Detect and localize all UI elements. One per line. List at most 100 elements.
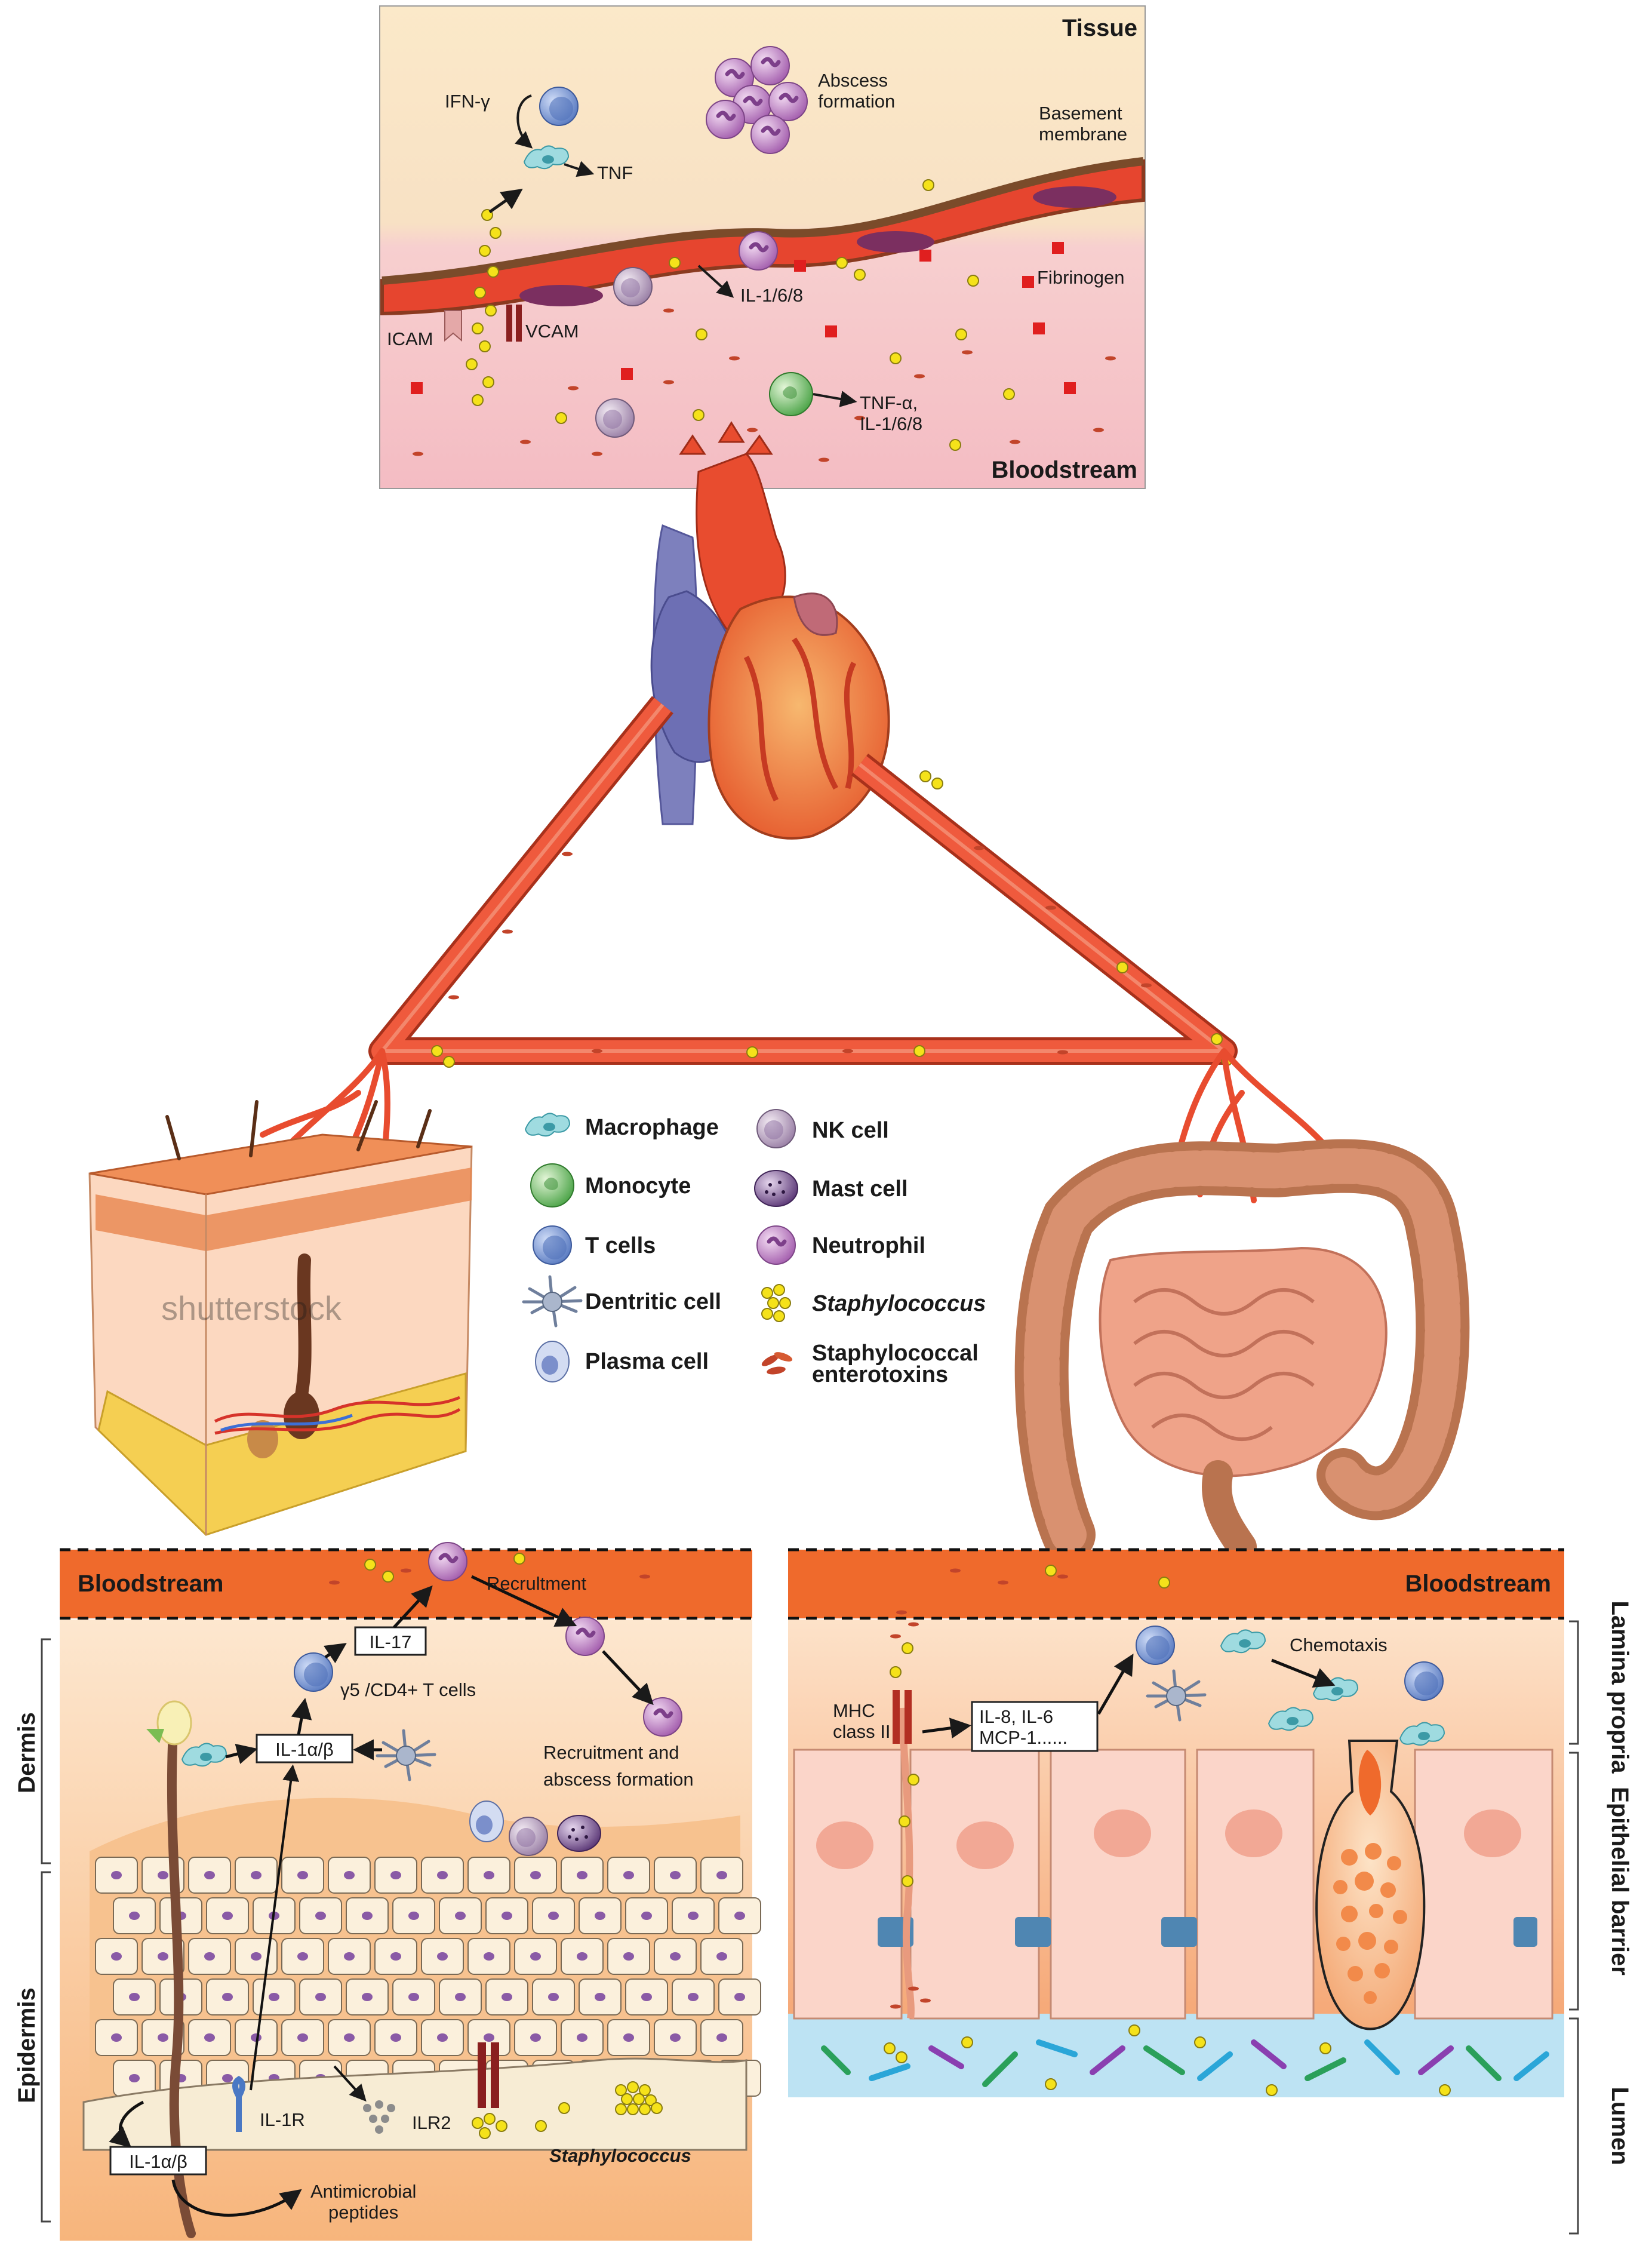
hair-shaft bbox=[167, 1727, 196, 2238]
lumen-bracket bbox=[1569, 2017, 1579, 2235]
keratinocyte-nucleus bbox=[390, 1952, 401, 1961]
epithelial-bracket bbox=[1569, 1752, 1579, 2011]
keratinocyte-nucleus bbox=[222, 2074, 233, 2082]
skin-capillaries bbox=[260, 1048, 390, 1203]
keratinocyte-nucleus bbox=[641, 1912, 652, 1920]
basement-membrane-line bbox=[382, 157, 1144, 285]
vessel-panel: Tissue Bloodstream IFN-γ TNF Abscess for… bbox=[379, 5, 1146, 489]
keratinocyte-nucleus bbox=[297, 1952, 308, 1961]
amp-arrow bbox=[333, 2065, 367, 2102]
keratinocyte-nucleus bbox=[111, 2033, 122, 2042]
dermal-vessels bbox=[214, 1396, 461, 1435]
epithelial-label: Epithelial barrier bbox=[1607, 1787, 1633, 1975]
tcell-arrow bbox=[323, 1643, 347, 1664]
keratinocyte-nucleus bbox=[595, 1993, 605, 2001]
skin-bloodstream-band bbox=[60, 1550, 752, 1618]
legend-staph-icon bbox=[761, 1284, 791, 1322]
ilr2-receptor bbox=[478, 2042, 486, 2108]
keratinocyte-nucleus bbox=[204, 1952, 215, 1961]
keratinocyte-nucleus bbox=[315, 1912, 326, 1920]
icam-label: ICAM bbox=[387, 328, 433, 349]
vcam-molecule bbox=[506, 305, 512, 342]
keratinocyte-nucleus bbox=[530, 2033, 541, 2042]
keratinocyte-nucleus bbox=[455, 1912, 466, 1920]
tnfa-label-line2: IL-1/6/8 bbox=[860, 413, 922, 434]
heart bbox=[650, 421, 890, 840]
lumen-label: Lumen bbox=[1607, 2087, 1633, 2165]
keratinocyte-nucleus bbox=[455, 1993, 466, 2001]
dermis-bracket bbox=[41, 1638, 51, 1864]
chemotaxis-arrow bbox=[1271, 1658, 1336, 1688]
il1ab-low-label: IL-1α/β bbox=[129, 2151, 187, 2172]
keratinocyte-nucleus bbox=[129, 1993, 140, 2001]
legend-tcells: T cells bbox=[585, 1233, 656, 1258]
vcam-molecule bbox=[516, 305, 522, 342]
keratinocyte-nucleus bbox=[269, 1993, 279, 2001]
keratinocyte-nucleus bbox=[577, 1952, 587, 1961]
recruit-abscess-line2: abscess formation bbox=[543, 1769, 694, 1790]
il168-label: IL-1/6/8 bbox=[740, 285, 803, 306]
basement-label-line2: membrane bbox=[1039, 124, 1127, 145]
keratinocyte-nucleus bbox=[716, 1871, 727, 1879]
mhc-label-line1: MHC bbox=[833, 1700, 875, 1721]
tnfa-arrow bbox=[813, 391, 857, 407]
antimicrobial-peptides bbox=[363, 2100, 395, 2134]
arterial-branches bbox=[679, 421, 773, 455]
keratinocyte-nucleus bbox=[408, 1912, 419, 1920]
legend-dendritic: Dentritic cell bbox=[585, 1289, 721, 1314]
gut-bloodstream-label: Bloodstream bbox=[1405, 1571, 1552, 1597]
keratinocyte-nucleus bbox=[484, 1871, 494, 1879]
gut-capillaries bbox=[1167, 1048, 1334, 1203]
recruit-arrow-2 bbox=[602, 1650, 654, 1706]
tissue-label: Tissue bbox=[1062, 15, 1137, 41]
sebum-marker bbox=[146, 1729, 164, 1743]
keratinocyte-nucleus bbox=[548, 1993, 559, 2001]
keratinocyte-nucleus bbox=[734, 1912, 745, 1920]
dermal-veins bbox=[220, 1414, 353, 1432]
keratinocyte-nucleus bbox=[670, 1871, 681, 1879]
ifn-label: IFN-γ bbox=[445, 91, 490, 112]
migration-arrow bbox=[488, 188, 523, 214]
tnfa-label-line1: TNF-α, bbox=[860, 392, 918, 413]
macro-arrow bbox=[225, 1743, 258, 1764]
coronary-vessels bbox=[743, 637, 857, 802]
keratinocyte-nucleus bbox=[111, 1952, 122, 1961]
circulation-triangle bbox=[260, 696, 1334, 1203]
legend-toxins-line2: enterotoxins bbox=[812, 1362, 948, 1387]
recruitment-label: Recrultment bbox=[487, 1573, 586, 1594]
peptide-arrow bbox=[171, 2179, 302, 2217]
intestine-loops bbox=[1133, 1288, 1315, 1441]
vessel-highlight bbox=[380, 703, 1226, 1053]
goblet-nucleus bbox=[1358, 1750, 1382, 1815]
legend-mast: Mast cell bbox=[812, 1176, 908, 1202]
endothelial-nucleus bbox=[1033, 186, 1116, 208]
endothelial-nucleus bbox=[857, 231, 934, 253]
small-intestine bbox=[1099, 1246, 1388, 1477]
keratinocyte-nucleus bbox=[688, 1993, 699, 2001]
keratinocyte-nucleus bbox=[408, 1993, 419, 2001]
keratinocyte-nucleus bbox=[670, 1952, 681, 1961]
keratinocytes bbox=[95, 1857, 761, 2097]
il1r-receptor bbox=[232, 2075, 245, 2132]
tnf-arrow bbox=[564, 161, 595, 177]
keratinocyte-nucleus bbox=[484, 1952, 494, 1961]
keratinocyte-nucleus bbox=[530, 1871, 541, 1879]
keratinocyte-nucleus bbox=[222, 1912, 233, 1920]
lamina-label: Lamina propria bbox=[1607, 1601, 1633, 1774]
keratinocyte-nucleus bbox=[641, 1993, 652, 2001]
keratinocyte-nucleus bbox=[623, 2033, 634, 2042]
stratum-corneum bbox=[82, 2057, 747, 2151]
keratinocyte-nucleus bbox=[158, 2033, 168, 2042]
hairs bbox=[165, 1100, 432, 1160]
keratinocyte-nucleus bbox=[502, 1912, 512, 1920]
abscess-label-line2: formation bbox=[818, 91, 895, 112]
keratinocyte-nucleus bbox=[437, 1952, 448, 1961]
keratinocyte-nucleus bbox=[595, 1912, 605, 1920]
recruit-arrow-1 bbox=[470, 1575, 577, 1627]
keratinocyte-nucleus bbox=[129, 2074, 140, 2082]
keratinocyte-nucleus bbox=[315, 1993, 326, 2001]
antimicrobial-line1: Antimicrobial bbox=[310, 2181, 416, 2202]
il17-box bbox=[354, 1626, 427, 1656]
keratinocyte-nucleus bbox=[390, 1871, 401, 1879]
tcells-label: γ5 /CD4+ T cells bbox=[340, 1679, 476, 1700]
